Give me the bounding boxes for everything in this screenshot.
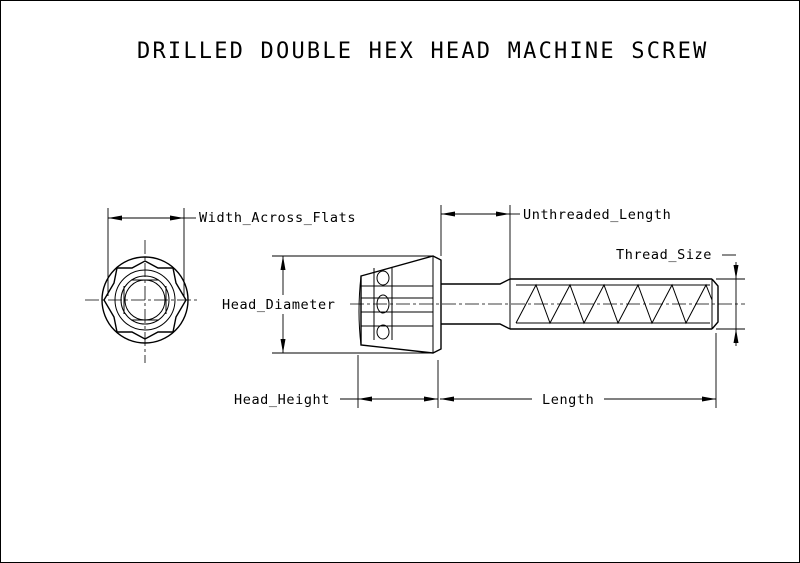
- end-view: [85, 240, 200, 363]
- head-diameter-label: Head_Diameter: [222, 297, 335, 313]
- head-height-label: Head_Height: [234, 392, 330, 408]
- head-height-dimension: [340, 355, 439, 408]
- head-diameter-dimension: [272, 255, 433, 354]
- thread-size-label: Thread_Size: [616, 247, 712, 263]
- unthreaded-length-dimension: [440, 205, 520, 279]
- thread-size-dimension: [716, 254, 745, 346]
- width-across-flats-dimension: [107, 208, 196, 296]
- side-view: [350, 255, 745, 354]
- thread-helix: [515, 283, 713, 325]
- length-dimension: [440, 333, 717, 408]
- length-label: Length: [542, 392, 594, 408]
- drawing-title: DRILLED DOUBLE HEX HEAD MACHINE SCREW: [137, 39, 708, 64]
- double-hex-outline: [103, 260, 187, 340]
- width-across-flats-label: Width_Across_Flats: [199, 210, 356, 226]
- unthreaded-length-label: Unthreaded_Length: [523, 207, 671, 223]
